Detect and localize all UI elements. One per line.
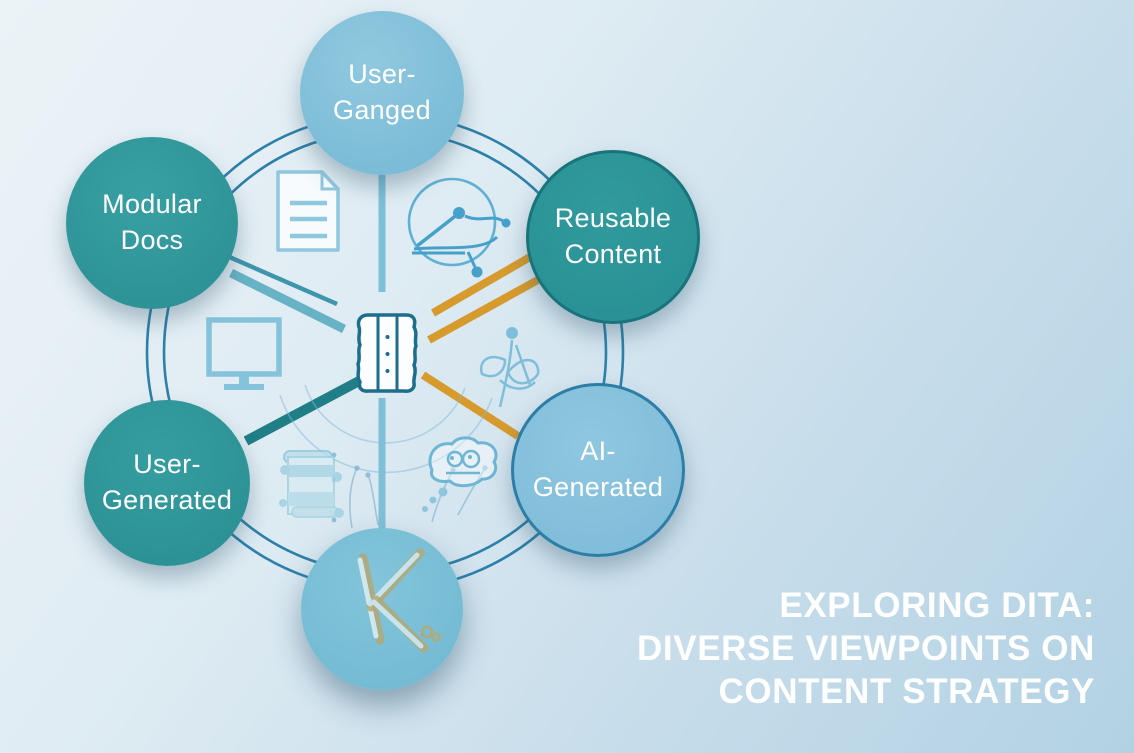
spoke-teal-thick [229, 268, 346, 334]
scroll-icon [279, 450, 344, 518]
node-label-line: Ganged [333, 95, 431, 125]
k-symbol-icon [357, 548, 441, 653]
poster-title: EXPLORING DITA: DIVERSE VIEWPOINTS ON CO… [535, 584, 1095, 713]
node-label-line: Generated [532, 472, 664, 502]
node-label-line: AI- [580, 436, 616, 467]
node-label-line: Content [564, 239, 662, 269]
monitor-icon [206, 317, 282, 390]
brain-icon [422, 436, 498, 512]
node-ai-generated: AI- Generated [511, 383, 685, 557]
document-icon [276, 170, 340, 252]
leaf-sketch-icon [479, 327, 540, 408]
node-label-line: Reusable [554, 203, 672, 234]
node-label-line: User- [348, 59, 416, 90]
node-label-line: User- [133, 449, 201, 480]
node-user-ganged: User- Ganged [300, 11, 464, 175]
title-line-1: EXPLORING DITA: [779, 586, 1095, 625]
decorative-arcs [279, 384, 493, 474]
title-line-2: DIVERSE VIEWPOINTS ON [637, 629, 1095, 668]
node-knowledge-glyph [301, 528, 463, 690]
spoke-teal-thin [226, 253, 338, 307]
spoke-orange-1 [431, 245, 546, 317]
node-label-line: Generated [101, 485, 233, 515]
spoke-orange-2 [427, 266, 558, 344]
node-reusable-content: Reusable Content [526, 150, 700, 324]
spokes [226, 170, 558, 534]
book-brain-center-icon [356, 313, 418, 393]
node-modular-docs: Modular Docs [66, 137, 238, 309]
spoke-orange-3 [420, 371, 521, 440]
node-label-line: Modular [102, 189, 202, 220]
node-user-generated: User- Generated [84, 400, 250, 566]
node-label-line: Docs [120, 225, 184, 255]
network-graph-icon [407, 177, 511, 278]
spoke-teal-dark [243, 375, 364, 446]
title-line-3: CONTENT STRATEGY [718, 672, 1095, 711]
